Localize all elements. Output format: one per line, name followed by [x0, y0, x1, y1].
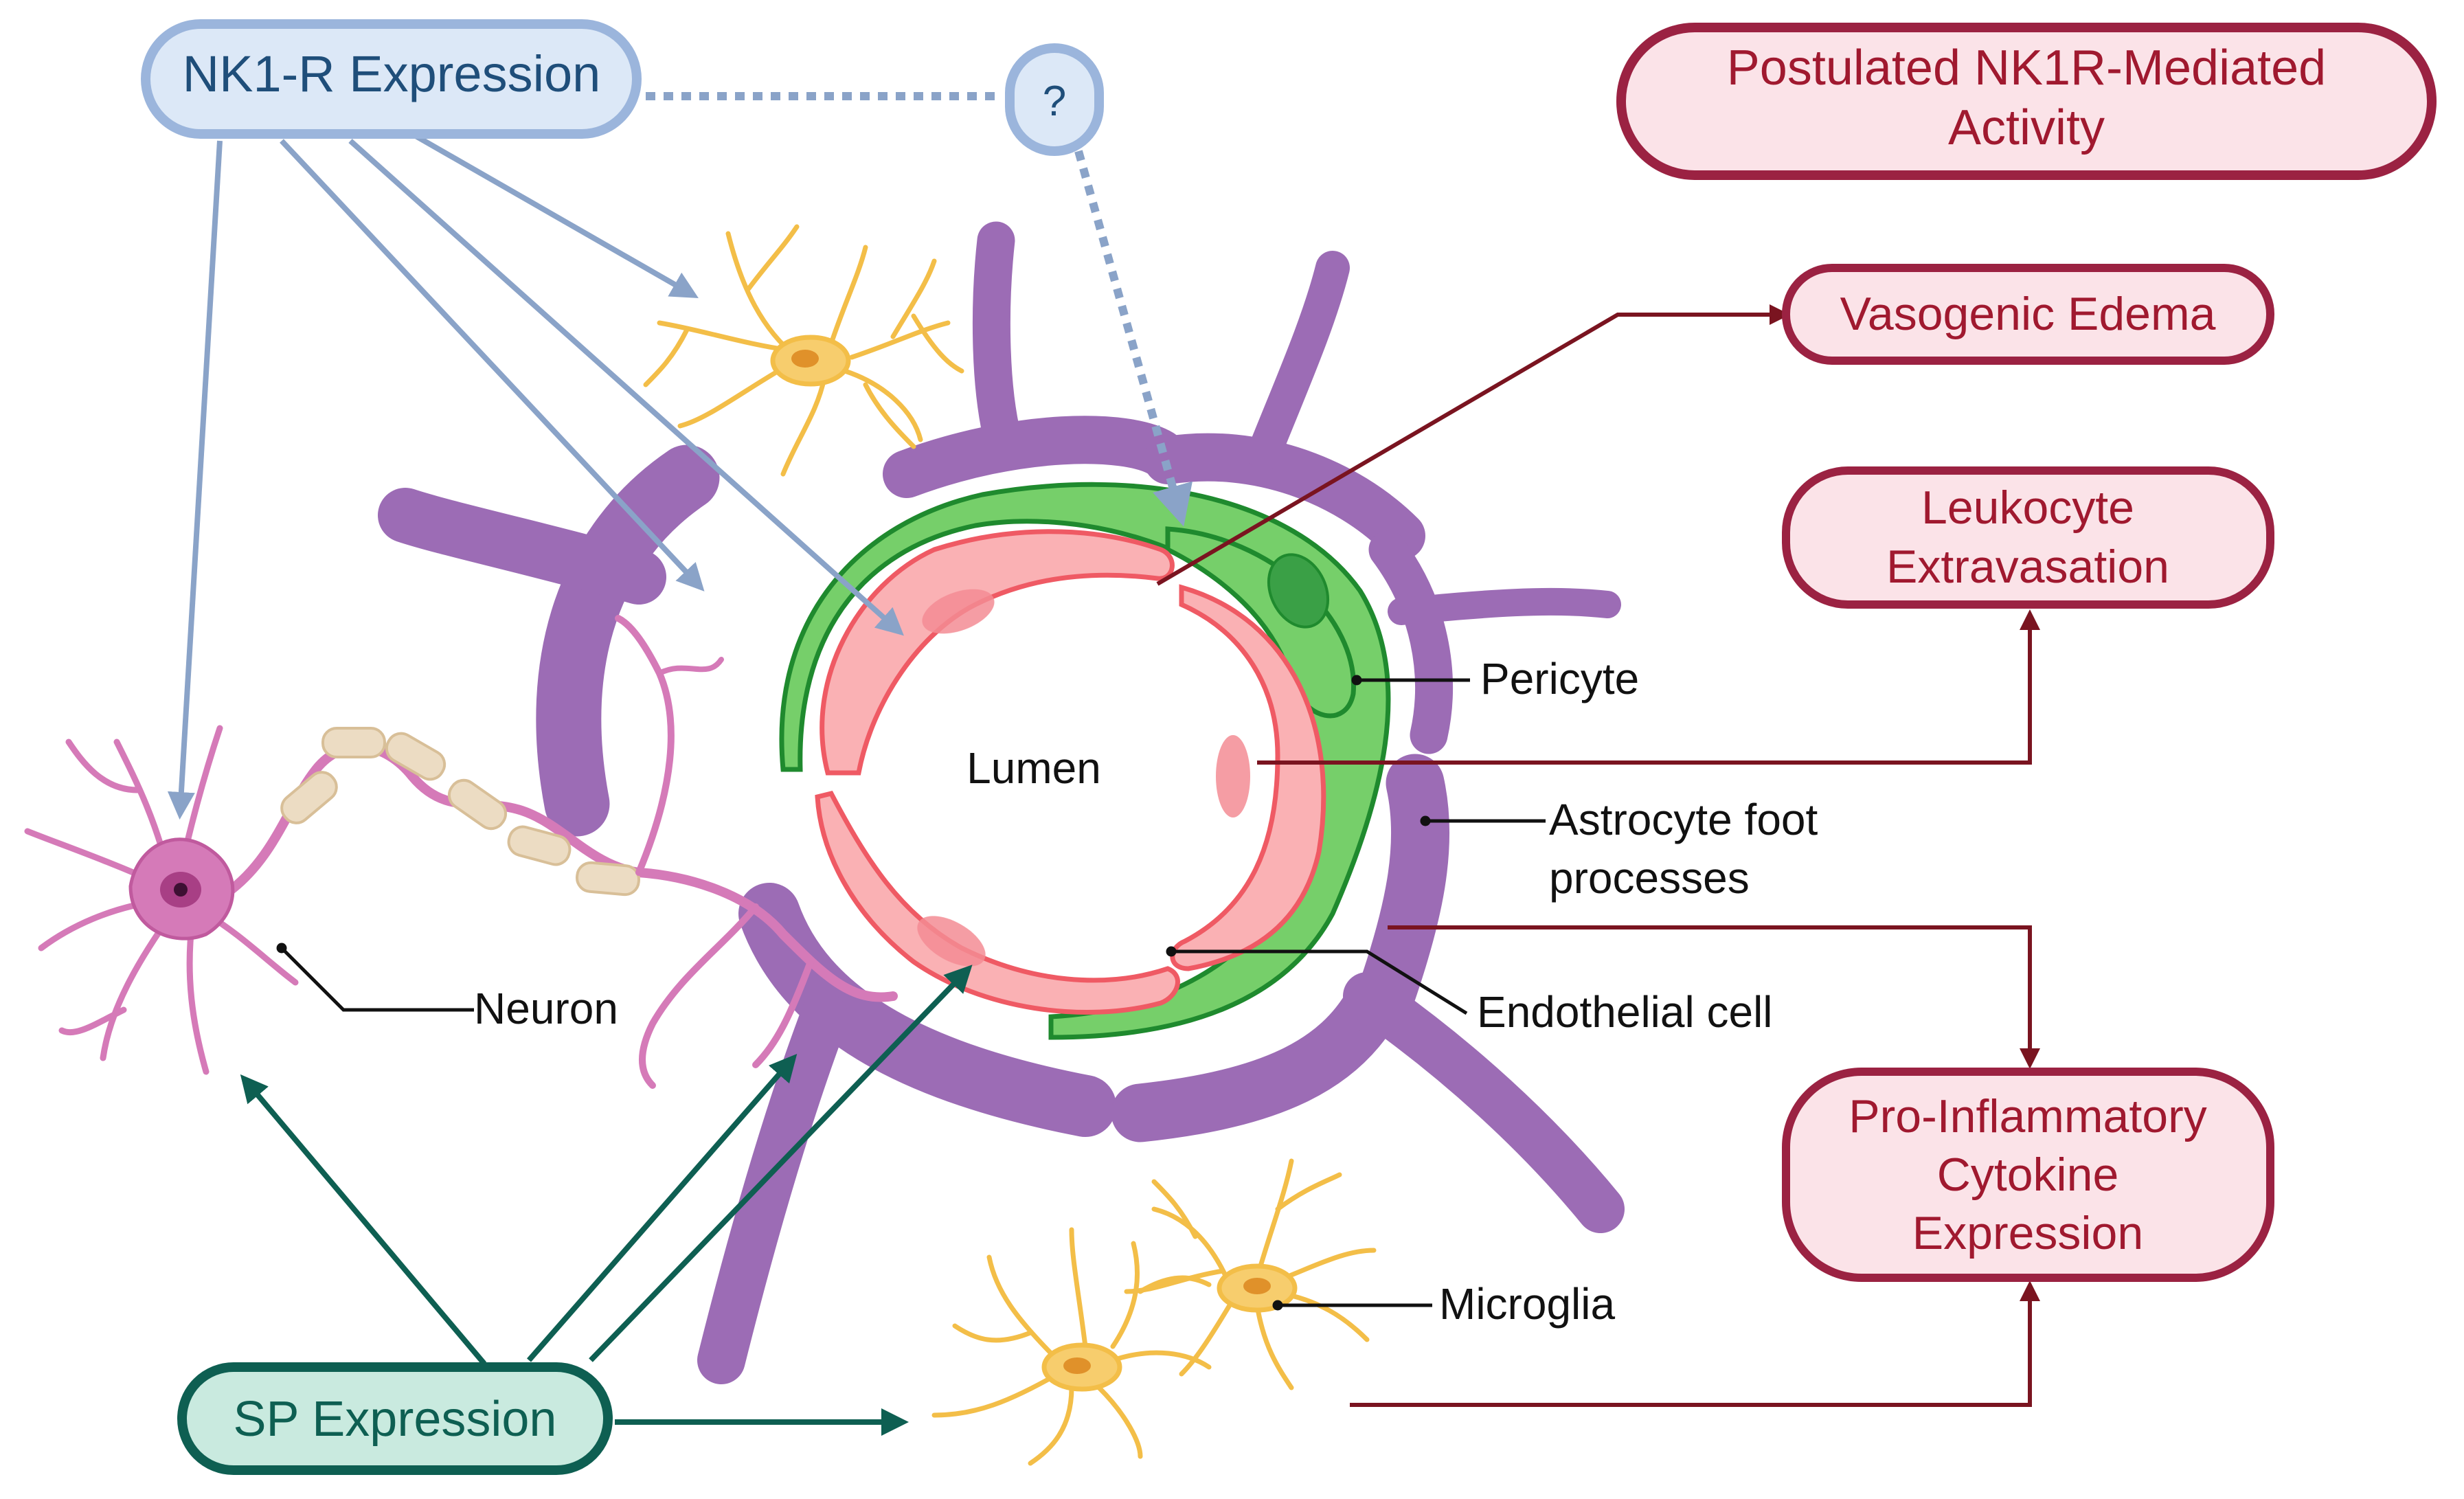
- to-vasogenic-edema-arrow: [1156, 304, 1790, 586]
- nk1r-to-endothelium-arrow: [348, 139, 904, 636]
- question-node: ?: [1005, 43, 1104, 156]
- nk1r-to-microglia-arrow: [411, 131, 699, 298]
- neuron-label: Neuron: [474, 984, 618, 1033]
- nk1r-expression-label: NK1-R Expression: [183, 45, 601, 102]
- astrocyte-label-line2: processes: [1549, 853, 1750, 903]
- microglia-to-cytokine-arrow: [1350, 1281, 2040, 1407]
- sp-expression-label: SP Expression: [234, 1392, 557, 1447]
- leukocyte-label-line2: Extravasation: [1886, 541, 2169, 593]
- cytokine-expression-node: Pro-Inflammatory Cytokine Expression: [1782, 1068, 2274, 1282]
- cell-labels: Lumen Pericyte Astrocyte foot processes …: [474, 654, 1818, 1329]
- leader-lines: [276, 675, 1546, 1311]
- nk1r-expression-node: NK1-R Expression: [141, 19, 642, 139]
- pericyte-label: Pericyte: [1480, 654, 1639, 703]
- cytokine-label-line3: Expression: [1912, 1207, 2143, 1259]
- endothelial-nuclei: [917, 589, 1250, 967]
- sp-to-astrocyte-arrow: [526, 1053, 798, 1362]
- leukocyte-extravasation-node: Leukocyte Extravasation: [1782, 466, 2274, 609]
- neuron: [24, 615, 898, 1089]
- vasogenic-edema-label: Vasogenic Edema: [1840, 288, 2216, 340]
- nk1r-arrows: [167, 92, 1193, 820]
- effect-arrows: [1156, 304, 2040, 1407]
- sp-to-neuron-arrow: [240, 1074, 487, 1366]
- astrocyte-label-line1: Astrocyte foot: [1549, 795, 1818, 844]
- vasogenic-edema-node: Vasogenic Edema: [1782, 264, 2274, 365]
- postulated-label-line1: Postulated NK1R-Mediated: [1727, 41, 2326, 95]
- lumen-label: Lumen: [967, 743, 1101, 793]
- to-leukocyte-arrow: [1257, 609, 2040, 765]
- postulated-activity-node: Postulated NK1R-Mediated Activity: [1616, 23, 2437, 180]
- astrocyte-foot-processes: [378, 221, 1625, 1384]
- pericyte: [779, 482, 1391, 1040]
- sp-expression-node: SP Expression: [177, 1362, 613, 1475]
- nk1r-to-astrocyte-arrow: [280, 139, 705, 591]
- postulated-label-line2: Activity: [1948, 100, 2105, 155]
- nk1r-to-neuron-arrow: [167, 140, 223, 820]
- cytokine-label-line1: Pro-Inflammatory: [1849, 1090, 2206, 1142]
- microglia-cell-bottom-right: [1124, 1158, 1377, 1390]
- leukocyte-label-line1: Leukocyte: [1921, 482, 2134, 534]
- question-label: ?: [1043, 78, 1066, 125]
- sp-to-endothelium-arrow: [589, 965, 973, 1362]
- myelin-sheath: [280, 727, 640, 897]
- microglia-label: Microglia: [1439, 1279, 1615, 1329]
- astrocyte-to-cytokine-arrow: [1388, 925, 2040, 1069]
- microglia-cell-top: [643, 224, 964, 477]
- microglia-cell-bottom-left: [931, 1227, 1212, 1466]
- cytokine-label-line2: Cytokine: [1937, 1149, 2119, 1201]
- sp-arrows: [240, 965, 973, 1436]
- endothelial-cell-label: Endothelial cell: [1477, 987, 1773, 1037]
